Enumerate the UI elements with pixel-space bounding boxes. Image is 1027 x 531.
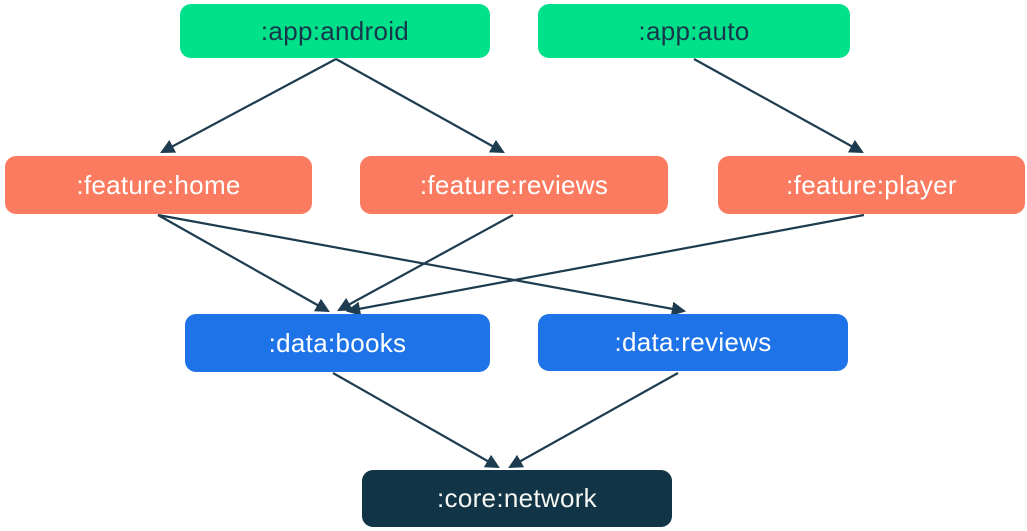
node-label: :feature:reviews [419, 169, 609, 200]
node-feature-player: :feature:player [718, 156, 1025, 214]
node-app-android: :app:android [180, 4, 490, 58]
node-app-auto: :app:auto [538, 4, 850, 58]
node-label: :data:reviews [614, 327, 772, 357]
node-label: :core:network [437, 483, 597, 513]
node-core-network: :core:network [362, 470, 672, 527]
node-feature-reviews: :feature:reviews [360, 156, 668, 214]
node-data-books: :data:books [185, 314, 490, 372]
node-feature-home: :feature:home [5, 156, 312, 214]
node-label: :app:android [260, 15, 410, 46]
node-label: :feature:player [786, 169, 957, 200]
node-label: :feature:home [76, 169, 241, 200]
node-label: :app:auto [638, 15, 750, 46]
node-label: :data:books [268, 327, 407, 358]
node-data-reviews: :data:reviews [538, 314, 848, 371]
